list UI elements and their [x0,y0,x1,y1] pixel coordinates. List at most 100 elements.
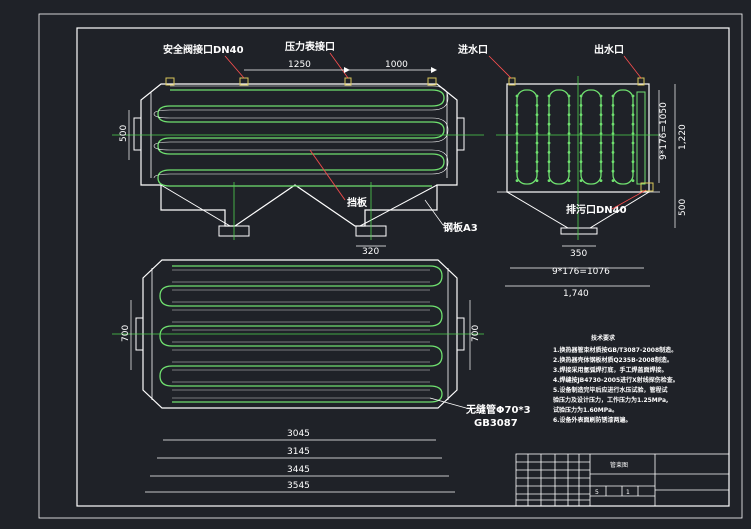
tube-section-dot [547,169,551,173]
side-tube-right [636,91,646,185]
tube-section-dot [579,169,583,173]
tube-section-dot [611,169,615,173]
front-side-nozzle [456,117,465,151]
tube-section-dot [611,141,615,145]
tube-section-dot [547,132,551,136]
dim-500-side: 500 [678,199,688,216]
inner-border [76,27,730,507]
tube-section-dot [515,141,519,145]
tube-section-dot [631,151,635,154]
front-hopper-line [359,184,438,227]
tube-section-dot [579,141,583,145]
tube-section-dot [535,113,539,117]
dim-9x176-1076: 9*176=1076 [552,267,610,277]
tube-section-dot [535,122,539,126]
tube-section-dot [579,179,583,183]
tube-section-dot [579,104,583,107]
tube-section-dot [535,94,539,98]
tube-section-dot [567,141,571,145]
dim-700-right: 700 [471,325,481,342]
tube-section-dot [599,113,603,117]
tube-section-dot [631,122,635,126]
pressure-gauge-label: 压力表接口 [285,40,335,53]
tube-section-dot [611,104,615,107]
title-block-name: 管束图 [610,461,628,469]
dim-350: 350 [570,249,587,259]
front-tube-bundle-outer [153,85,449,179]
tube-section-dot [599,179,603,183]
tube-section-dot [599,94,603,98]
top-shell [142,259,458,409]
notes-line: 3.焊接采用氩弧焊打底，手工焊盖面焊接。 [553,366,667,374]
notes-line: 5.设备制造完毕后应进行水压试验，管程试 [553,386,667,394]
tube-section-dot [611,160,615,164]
tube-section-dot [567,113,571,117]
top-view [112,259,484,409]
tube-section-dot [535,141,539,145]
top-tube-bundle [159,265,443,403]
dim-1000: 1000 [385,60,408,70]
tube-section-dot [547,122,551,126]
baffle-label: 挡板 [347,196,368,209]
tube-section-dot [515,169,519,173]
tube-section-dot [547,104,551,107]
pressure-gauge-leader [329,52,349,79]
tube-section-dot [631,94,635,98]
dim-320: 320 [362,247,379,257]
title-block-sheet: 1 [626,489,630,496]
tube-section-dot [535,160,539,164]
notes-line: 试验压力为1.60MPa。 [553,406,618,414]
tube-section-dot [515,179,519,183]
tube-section-dot [547,113,551,117]
dim-1250: 1250 [288,60,311,70]
tube-leader [429,397,467,409]
shell-label: 钢板A3 [443,221,478,234]
tube-section-dot [599,141,603,145]
safety-valve-label: 安全阀接口DN40 [163,43,244,56]
tube-section-dot [547,141,551,145]
tube-section-dot [515,122,519,126]
drain-leader [611,189,647,210]
notes-line: 6.设备外表面刷防锈漆两遍。 [553,416,631,424]
tube-section-dot [611,132,615,136]
tube-section-dot [567,94,571,98]
tube-section-dot [579,113,583,117]
dim-3145: 3145 [287,447,310,457]
tube-section-dot [631,179,635,183]
tube-section-dot [567,104,571,107]
tube-section-dot [567,151,571,154]
tube-section-dot [611,151,615,154]
dim-1740: 1,740 [563,289,589,299]
tube-section-dot [535,104,539,107]
tube-section-dot [599,160,603,164]
dim-1220: 1,220 [678,124,688,150]
side-tube-dots [515,94,635,183]
tube-section-dot [547,160,551,164]
tube-section-dot [631,113,635,117]
tube-section-dot [547,179,551,183]
front-hopper-line [160,184,231,227]
dim-9x176-1050: 9*176=1050 [659,102,669,160]
tube-section-dot [515,160,519,164]
tube-section-dot [567,160,571,164]
inlet-leader [488,55,512,79]
tube-section-dot [535,132,539,136]
tube-section-dot [515,132,519,136]
tube-section-dot [611,94,615,98]
tube-section-dot [599,122,603,126]
dim-700-left: 700 [121,325,131,342]
tube-section-dot [599,104,603,107]
tube-section-dot [567,169,571,173]
notes-line: 1.换热器管束材质按GB/T3087-2008制造。 [553,346,677,354]
drain-label: 排污口DN40 [566,203,627,216]
notes-line: 验压力及设计压力，工作压力为1.25MPa, [553,396,668,404]
drain-nozzle [640,182,654,192]
dim-3445: 3445 [287,465,310,475]
tube-section-dot [515,104,519,107]
tube-section-dot [579,122,583,126]
tube-section-dot [631,160,635,164]
inlet-label: 进水口 [458,43,488,56]
tube-section-dot [547,94,551,98]
tube-section-dot [611,122,615,126]
tube-section-dot [547,151,551,154]
